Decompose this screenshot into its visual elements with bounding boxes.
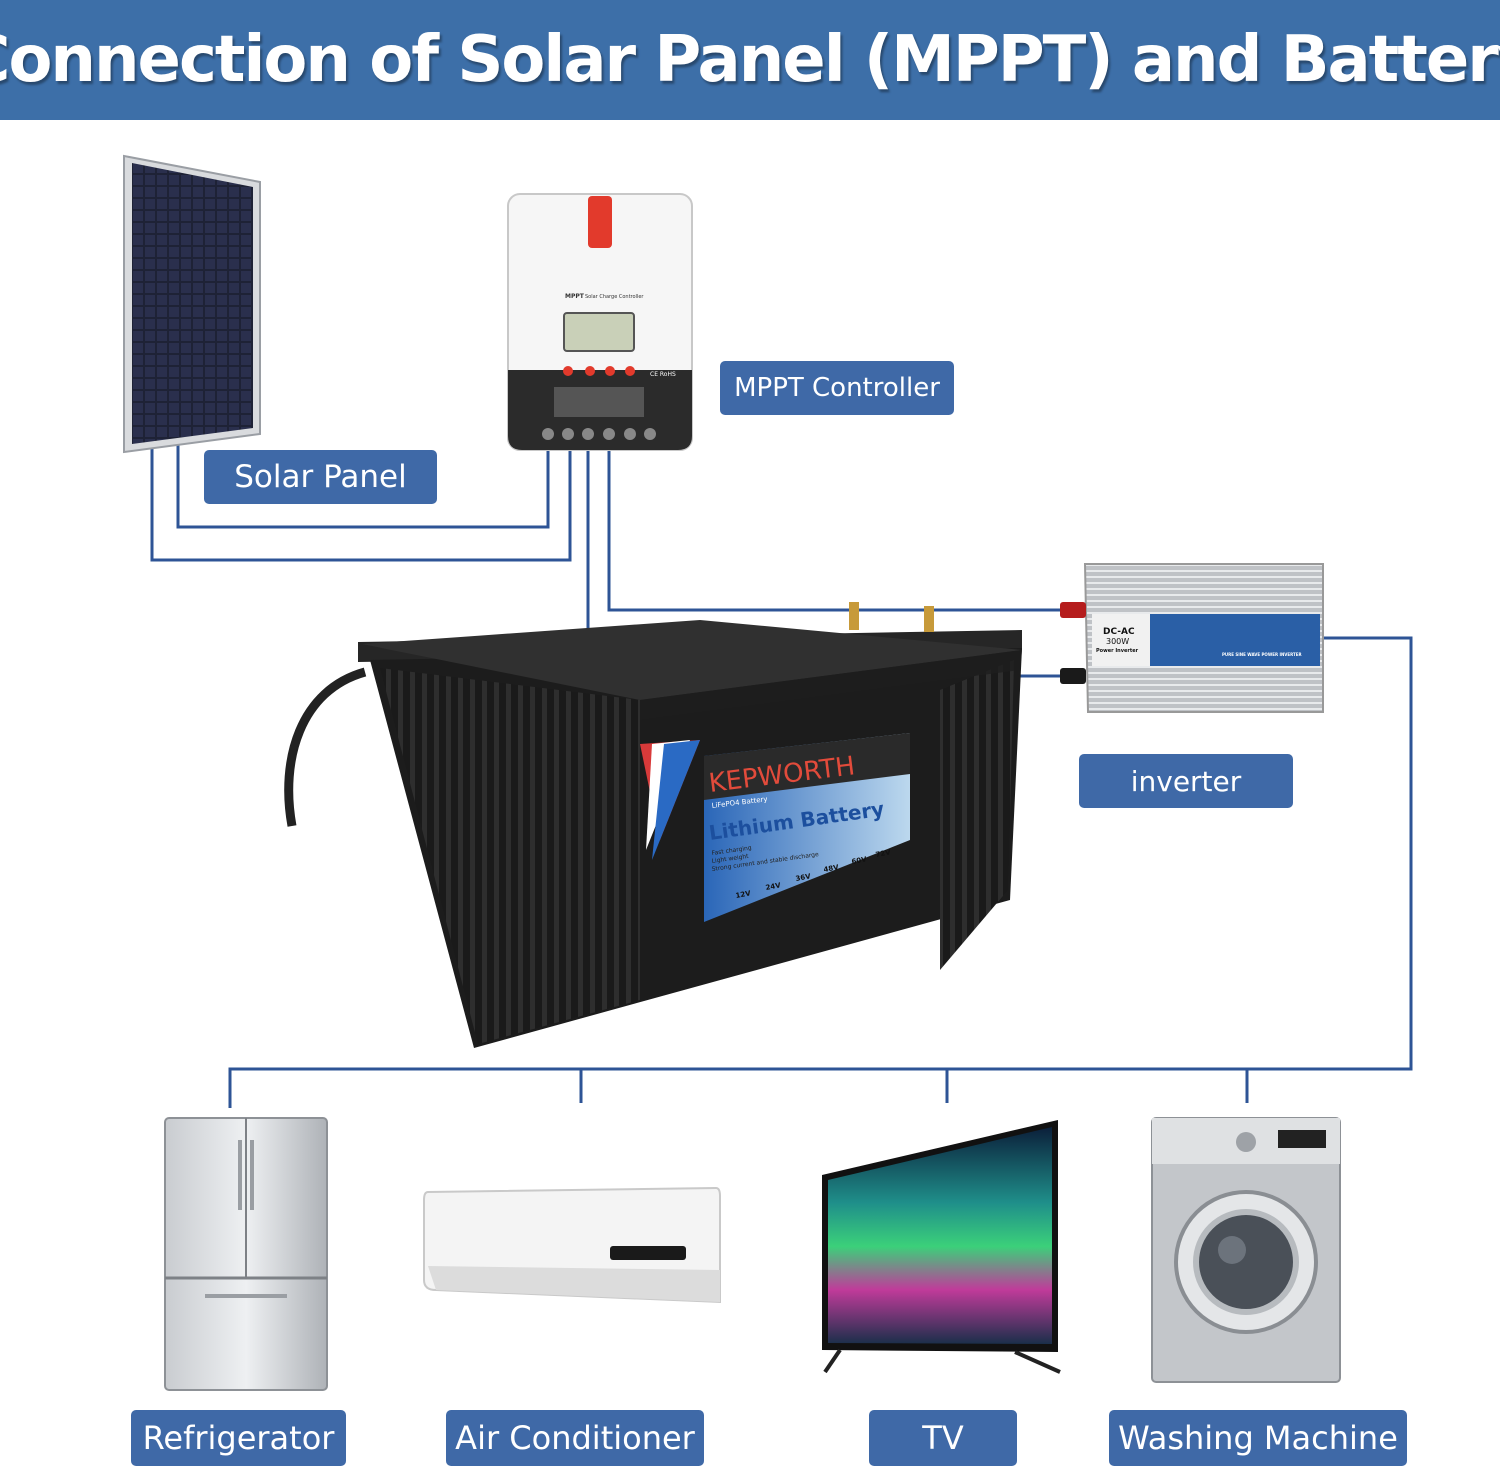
inverter-icon: DC-AC 300W Power Inverter PURE SINE WAVE… xyxy=(1060,563,1324,713)
refrigerator-icon xyxy=(164,1117,328,1391)
inverter-type: DC-AC xyxy=(1103,627,1135,637)
inverter-label: inverter xyxy=(1079,754,1293,808)
battery-voltage-60v: 60V xyxy=(851,855,868,866)
wire-inverter-to-appliances xyxy=(228,636,1413,1108)
solar-panel-icon xyxy=(123,154,261,454)
air-conditioner-icon xyxy=(423,1186,721,1304)
washing-machine-icon xyxy=(1151,1117,1341,1383)
appliance-label-refrigerator: Refrigerator xyxy=(131,1410,346,1466)
controller-brand: MPPT xyxy=(565,293,585,300)
title-banner: Connection of Solar Panel (MPPT) and Bat… xyxy=(0,0,1500,120)
tv-icon xyxy=(822,1120,1061,1374)
controller-caption: Solar Charge Controller xyxy=(585,294,644,300)
mppt-controller-label: MPPT Controller xyxy=(720,361,954,415)
inverter-caption: PURE SINE WAVE POWER INVERTER xyxy=(1222,652,1302,657)
wire-controller-to-inverter-positive xyxy=(607,445,1063,612)
inverter-name: Power Inverter xyxy=(1096,648,1139,654)
mppt-controller-icon: MPPT Solar Charge Controller CE RoHS xyxy=(507,193,693,451)
battery-voltage-24v: 24V xyxy=(765,881,782,892)
battery-voltage-48v: 48V xyxy=(823,863,840,874)
battery-voltage-36v: 36V xyxy=(795,872,812,883)
appliance-label-tv: TV xyxy=(869,1410,1017,1466)
inverter-power: 300W xyxy=(1106,637,1129,646)
appliance-label-air-conditioner: Air Conditioner xyxy=(446,1410,704,1466)
solar-panel-label: Solar Panel xyxy=(204,450,437,504)
battery-voltage-12v: 12V xyxy=(735,889,752,900)
page-title: Connection of Solar Panel (MPPT) and Bat… xyxy=(0,23,1500,97)
controller-marks: CE RoHS xyxy=(650,371,676,378)
battery-voltage-72v: 72V xyxy=(875,848,892,859)
wire-solar-panel-to-controller-b xyxy=(150,445,572,562)
lithium-battery-icon: KEPWORTH LiFePO4 Battery Lithium Battery… xyxy=(284,602,1022,1048)
appliance-label-washing-machine: Washing Machine xyxy=(1109,1410,1407,1466)
wire-solar-panel-to-controller-a xyxy=(176,445,550,529)
